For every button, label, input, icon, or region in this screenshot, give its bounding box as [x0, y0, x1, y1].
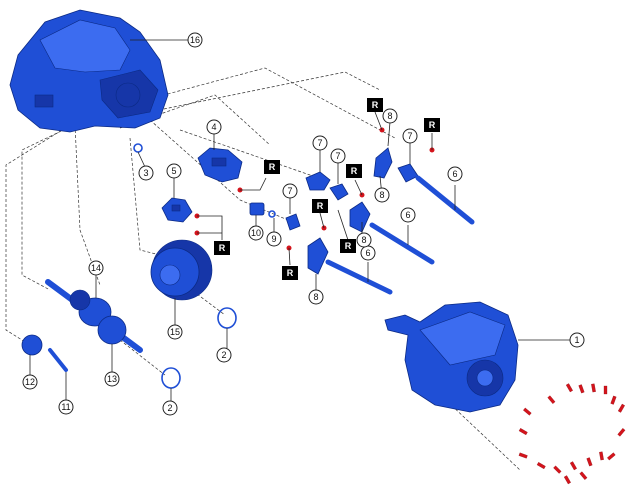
svg-text:9: 9 [271, 234, 276, 244]
callout-14: 14 [88, 260, 104, 276]
callout-8-b: 8 [374, 187, 390, 203]
callout-8-c: 8 [356, 232, 372, 248]
callout-11: 11 [58, 399, 74, 415]
interlock-ball [268, 210, 276, 218]
svg-text:6: 6 [405, 210, 410, 220]
shift-bracket [197, 147, 243, 183]
svg-text:2: 2 [167, 403, 172, 413]
svg-text:5: 5 [171, 166, 176, 176]
svg-text:R: R [269, 162, 276, 172]
svg-text:7: 7 [317, 138, 322, 148]
shift-fork-group [285, 147, 475, 295]
svg-text:R: R [429, 120, 436, 130]
svg-text:6: 6 [365, 248, 370, 258]
callout-7-a: 7 [312, 135, 328, 151]
bolt-set [518, 383, 626, 485]
pinion-gear [21, 334, 43, 356]
svg-text:14: 14 [91, 263, 101, 273]
svg-text:11: 11 [61, 402, 70, 412]
differential [150, 239, 213, 301]
callout-2-lower: 2 [162, 400, 178, 416]
callout-6-a: 6 [447, 166, 463, 182]
svg-text:12: 12 [25, 377, 35, 387]
svg-text:8: 8 [379, 190, 384, 200]
callout-8-d: 8 [308, 289, 324, 305]
svg-text:7: 7 [407, 131, 412, 141]
svg-text:R: R [287, 268, 294, 278]
transmission-case [9, 9, 169, 133]
interlock-pin [249, 202, 265, 216]
callout-9: 9 [266, 231, 282, 247]
clutch-housing [384, 301, 519, 413]
svg-text:R: R [219, 243, 226, 253]
o-ring-upper [217, 307, 237, 329]
callout-1: 1 [569, 332, 585, 348]
svg-text:R: R [351, 166, 358, 176]
svg-text:8: 8 [387, 111, 392, 121]
svg-text:16: 16 [190, 35, 200, 45]
shift-lever [161, 197, 193, 223]
svg-text:4: 4 [211, 122, 216, 132]
callout-15: 15 [167, 324, 183, 340]
callout-4: 4 [206, 119, 222, 135]
callout-7-d: 7 [402, 128, 418, 144]
svg-text:R: R [317, 201, 324, 211]
svg-text:10: 10 [251, 228, 261, 238]
svg-text:2: 2 [221, 350, 226, 360]
replace-mark-7: R [340, 239, 356, 253]
callout-16: 16 [187, 32, 203, 48]
callout-5: 5 [166, 163, 182, 179]
callout-7-b: 7 [330, 148, 346, 164]
replace-mark-6: R [312, 199, 328, 213]
replace-mark-5: R [346, 164, 362, 178]
svg-text:7: 7 [287, 186, 292, 196]
shaft-pin [48, 348, 68, 372]
main-shaft [45, 279, 143, 353]
svg-text:8: 8 [313, 292, 318, 302]
replace-mark-3: R [367, 98, 383, 112]
svg-text:R: R [345, 241, 352, 251]
svg-text:7: 7 [335, 151, 340, 161]
replace-mark-1: R [264, 160, 280, 174]
callout-6-c: 6 [360, 245, 376, 261]
svg-text:6: 6 [452, 169, 457, 179]
svg-text:1: 1 [574, 335, 579, 345]
callout-7-c: 7 [282, 183, 298, 199]
callout-10: 10 [248, 225, 264, 241]
replace-mark-8: R [282, 266, 298, 280]
callout-12: 12 [22, 374, 38, 390]
replace-mark-4: R [424, 118, 440, 132]
small-ring [133, 143, 143, 153]
svg-text:3: 3 [143, 168, 148, 178]
callout-2-upper: 2 [216, 347, 232, 363]
o-ring-lower [161, 367, 181, 389]
callout-6-b: 6 [400, 207, 416, 223]
callout-8-a: 8 [382, 108, 398, 124]
svg-text:8: 8 [361, 235, 366, 245]
replace-mark-2: R [214, 241, 230, 255]
svg-text:13: 13 [107, 374, 117, 384]
svg-text:R: R [372, 100, 379, 110]
callout-3: 3 [138, 165, 154, 181]
callout-13: 13 [104, 371, 120, 387]
svg-text:15: 15 [170, 327, 180, 337]
